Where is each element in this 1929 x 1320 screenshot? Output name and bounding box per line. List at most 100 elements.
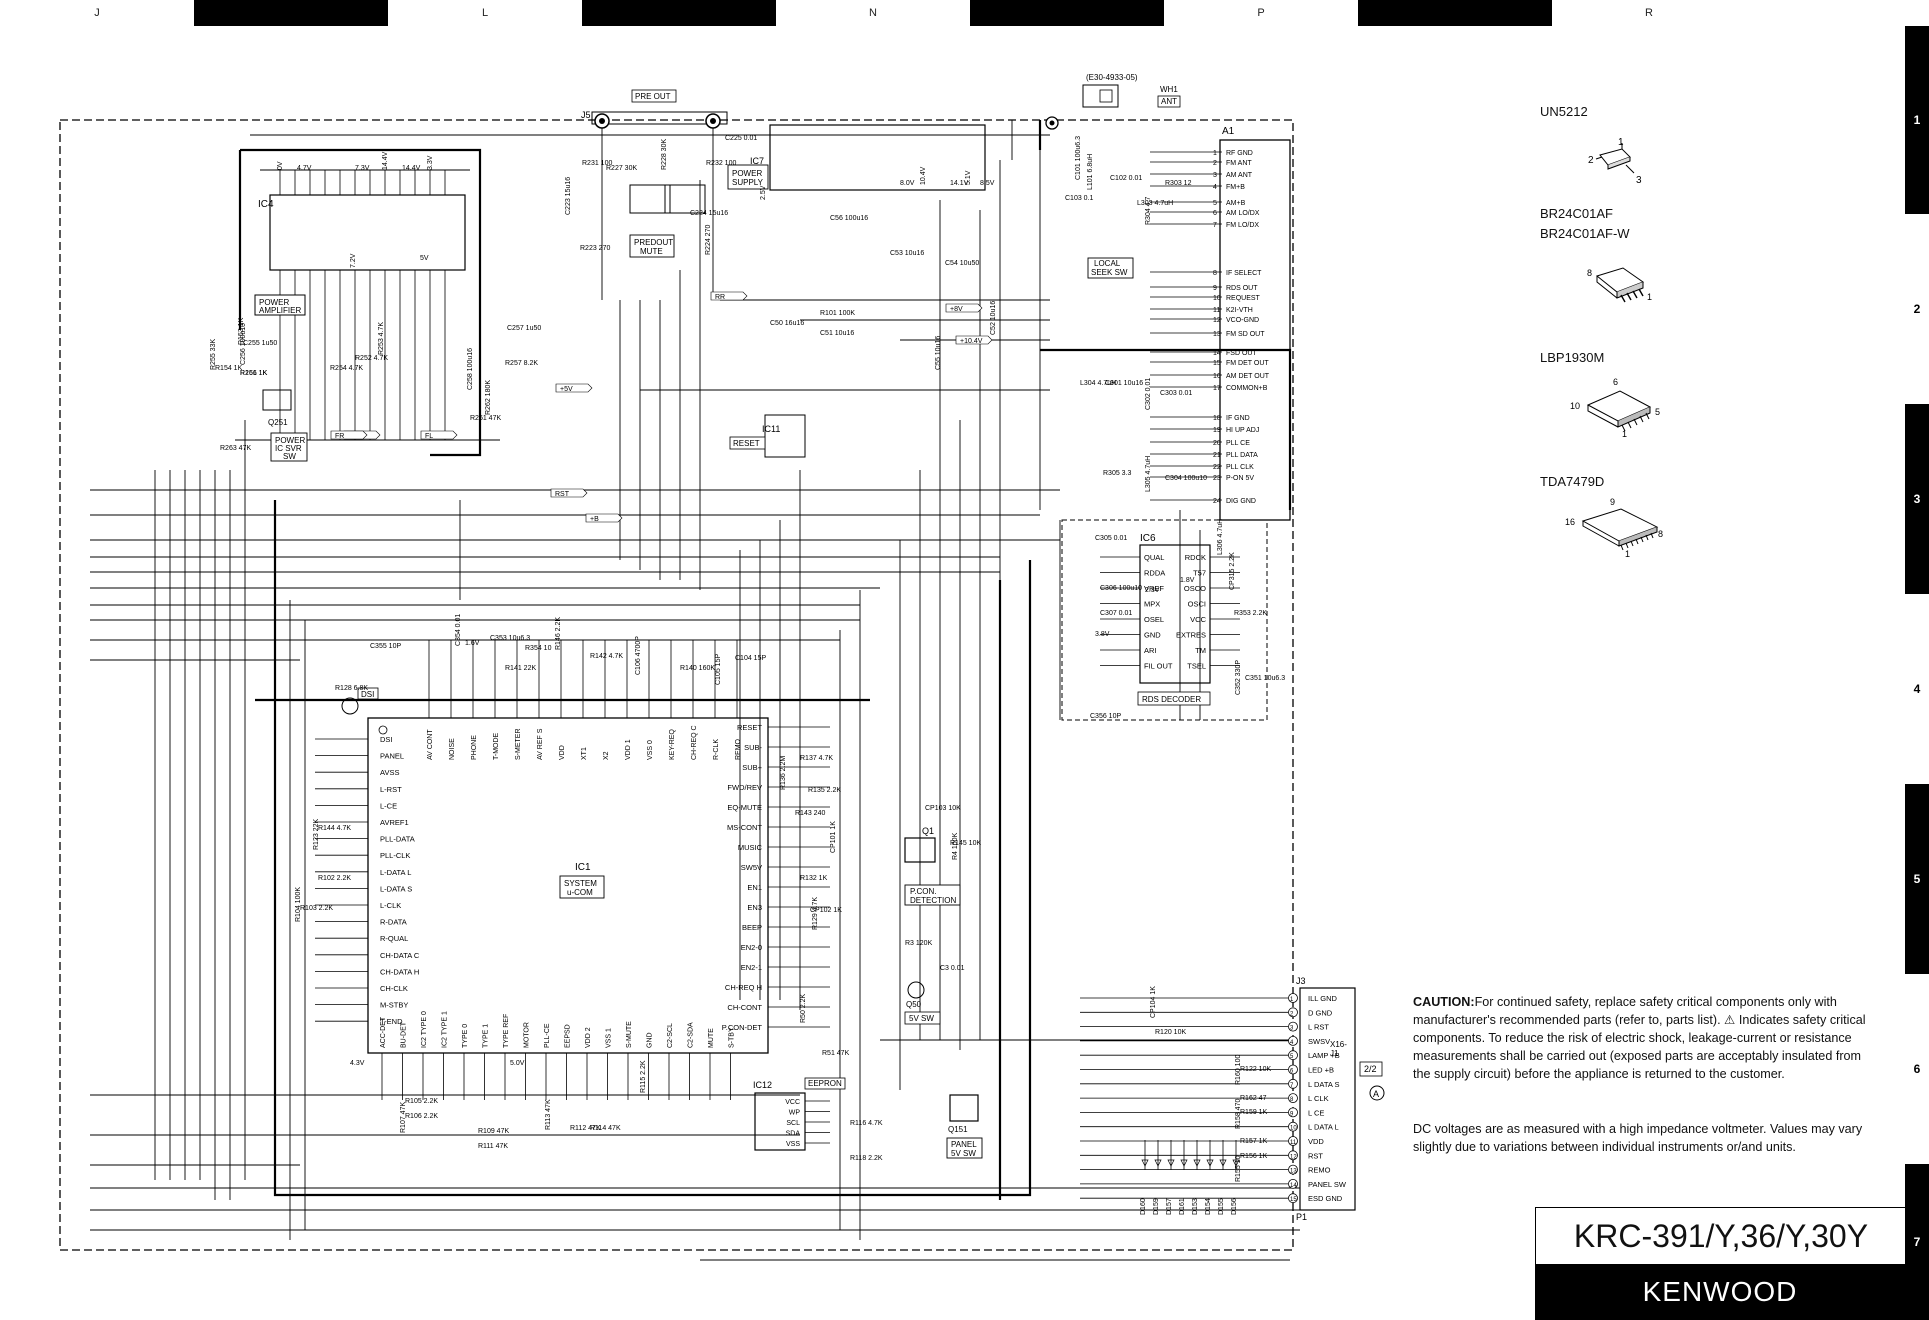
component-label: R4 100K xyxy=(952,832,959,860)
component-label: R161 1K xyxy=(240,370,268,377)
ic1-pin-label: CH-REQ C xyxy=(691,725,698,760)
svg-text:3: 3 xyxy=(1636,175,1642,185)
a1-pin-number: 7 xyxy=(1213,222,1217,229)
a1-pin-number: 24 xyxy=(1213,498,1221,505)
component-label: L305 4.7uH xyxy=(1145,456,1152,492)
component-label: R104 100K xyxy=(295,887,302,922)
a1-pin-label: PLL DATA xyxy=(1226,452,1258,459)
component-label: R116 4.7K xyxy=(850,1120,883,1127)
svg-text:8: 8 xyxy=(1587,268,1592,278)
voltage-label: 1.8V xyxy=(1180,577,1195,584)
ic1-pin-label: VDD 1 xyxy=(625,739,632,760)
j3-pin-label: L DATA L xyxy=(1308,1123,1339,1132)
svg-text:RESET: RESET xyxy=(733,439,760,448)
voltage-label: 8.0V xyxy=(900,180,915,187)
diode-label: D154 xyxy=(1205,1198,1212,1215)
a1-pin-label: VCO-GND xyxy=(1226,317,1259,324)
net-label: FL xyxy=(425,433,433,440)
ic1-pin-label: SUB- xyxy=(744,743,762,752)
diode-label: D159 xyxy=(1153,1198,1160,1215)
ic1-pin-label: NOISE xyxy=(449,738,456,760)
ic1-pin-label: L-RST xyxy=(380,785,402,794)
j3-pin-number: 10 xyxy=(1290,1126,1297,1132)
ic4-block: IC4 POWER AMPLIFIER xyxy=(254,170,466,440)
ic1-pin-label: MS-CONT xyxy=(727,823,762,832)
ic1-pin-label: EEPSD xyxy=(565,1024,572,1048)
ic6-pin-label: TM xyxy=(1195,646,1206,655)
component-label: R223 270 xyxy=(580,245,610,252)
ic1-pin-label: X2 xyxy=(603,751,610,760)
ic1-pin-label: PLL-CLK xyxy=(380,851,410,860)
component-label: R113 47K xyxy=(545,1099,552,1130)
ic1-pin-label: BU-DET xyxy=(401,1021,408,1048)
ic6-pin-label: TSEL xyxy=(1187,662,1206,671)
component-label: R303 12 xyxy=(1165,180,1192,187)
net-flag xyxy=(585,513,623,523)
ic1-pin-label: REMO xyxy=(735,738,742,760)
ic-outline-lbp1930m: LBP1930M xyxy=(1540,350,1605,365)
a1-pin-label: AM DET OUT xyxy=(1226,373,1270,380)
a1-pin-number: 1 xyxy=(1213,150,1217,157)
net-label: +B xyxy=(590,516,599,523)
j3-pin-number: 6 xyxy=(1290,1069,1294,1075)
net-flag xyxy=(945,303,983,313)
ic1-pin-label: M-STBY xyxy=(380,1001,408,1010)
svg-text:SW: SW xyxy=(283,452,296,461)
j3-pin-circle xyxy=(1288,1121,1298,1132)
caution-note: CAUTION:For continued safety, replace sa… xyxy=(1413,993,1868,1083)
svg-text:1: 1 xyxy=(1647,292,1652,302)
ic1-pin-label: T-END xyxy=(380,1017,403,1026)
component-label: R353 2.2K xyxy=(1234,610,1267,617)
ic1-pin-label: PANEL xyxy=(380,752,404,761)
a1-pin-label: K2I-VTH xyxy=(1226,307,1253,314)
component-label: R155 10 xyxy=(1235,1155,1242,1182)
component-label: CP103 10K xyxy=(925,805,961,812)
a1-pin-label: PLL CLK xyxy=(1226,464,1254,471)
j3-pin-circle xyxy=(1288,1007,1298,1018)
j3-pin-circle xyxy=(1288,1050,1298,1061)
ic1-pin-label: VDD xyxy=(559,745,566,760)
j3-pin-number: 15 xyxy=(1290,1197,1297,1203)
ic12-pin-label: VSS xyxy=(786,1141,800,1148)
svg-text:Q251: Q251 xyxy=(268,418,288,427)
ic12-pin-label: SCL xyxy=(786,1120,800,1127)
component-label: R120 10K xyxy=(1155,1029,1186,1036)
ic1-pin-label: SW5V xyxy=(741,863,762,872)
ic1-pin-label: R-CLK xyxy=(713,739,720,760)
j3-pin-label: SWSV xyxy=(1308,1037,1330,1046)
ic1-pin-label: S-TBY xyxy=(729,1027,736,1048)
component-label: R109 47K xyxy=(478,1128,509,1135)
svg-text:A: A xyxy=(1373,1089,1379,1099)
component-label: C302 0.01 xyxy=(1145,378,1152,410)
voltage-label: 14.4V xyxy=(402,165,421,172)
j3-pin-circle xyxy=(1288,1136,1298,1146)
j3-pin-number: 4 xyxy=(1290,1040,1294,1046)
j3-pin-circle xyxy=(1288,1107,1298,1118)
ic6-pin-label: OSCI xyxy=(1188,600,1206,609)
component-label: C54 10u50 xyxy=(945,260,979,267)
voltage-label: 4.3V xyxy=(350,1060,365,1067)
svg-text:ANT: ANT xyxy=(1161,97,1177,106)
component-label: L306 4.7uH xyxy=(1217,519,1224,555)
component-label: C56 100u16 xyxy=(830,215,868,222)
component-label: R140 160K xyxy=(680,665,715,672)
svg-text:P1: P1 xyxy=(1296,1212,1307,1222)
ic1-pin-label: EN2-0 xyxy=(741,943,762,952)
component-label: R103 2.2K xyxy=(300,905,333,912)
a1-pin-label: FM SD OUT xyxy=(1226,331,1265,338)
voltage-label: 7.2V xyxy=(350,253,357,268)
a1-pin-label: AM+B xyxy=(1226,200,1246,207)
component-label: R254 4.7K xyxy=(330,365,363,372)
svg-text:AMPLIFIER: AMPLIFIER xyxy=(259,306,301,315)
component-label: R232 100 xyxy=(706,160,736,167)
component-label: R263 47K xyxy=(220,445,251,452)
ic1-pin-label: DSI xyxy=(380,735,393,744)
column-label-p: P xyxy=(1164,0,1358,26)
j3-pin-label: VDD xyxy=(1308,1137,1324,1146)
svg-text:POWER: POWER xyxy=(732,169,762,178)
ic1-pin-label: BEEP xyxy=(742,923,762,932)
tda7479d-package-icon: 9 16 8 1 xyxy=(1565,497,1663,559)
svg-text:Q1: Q1 xyxy=(922,826,934,836)
a1-pin-number: 8 xyxy=(1213,270,1217,277)
component-label: C257 1u50 xyxy=(507,325,541,332)
